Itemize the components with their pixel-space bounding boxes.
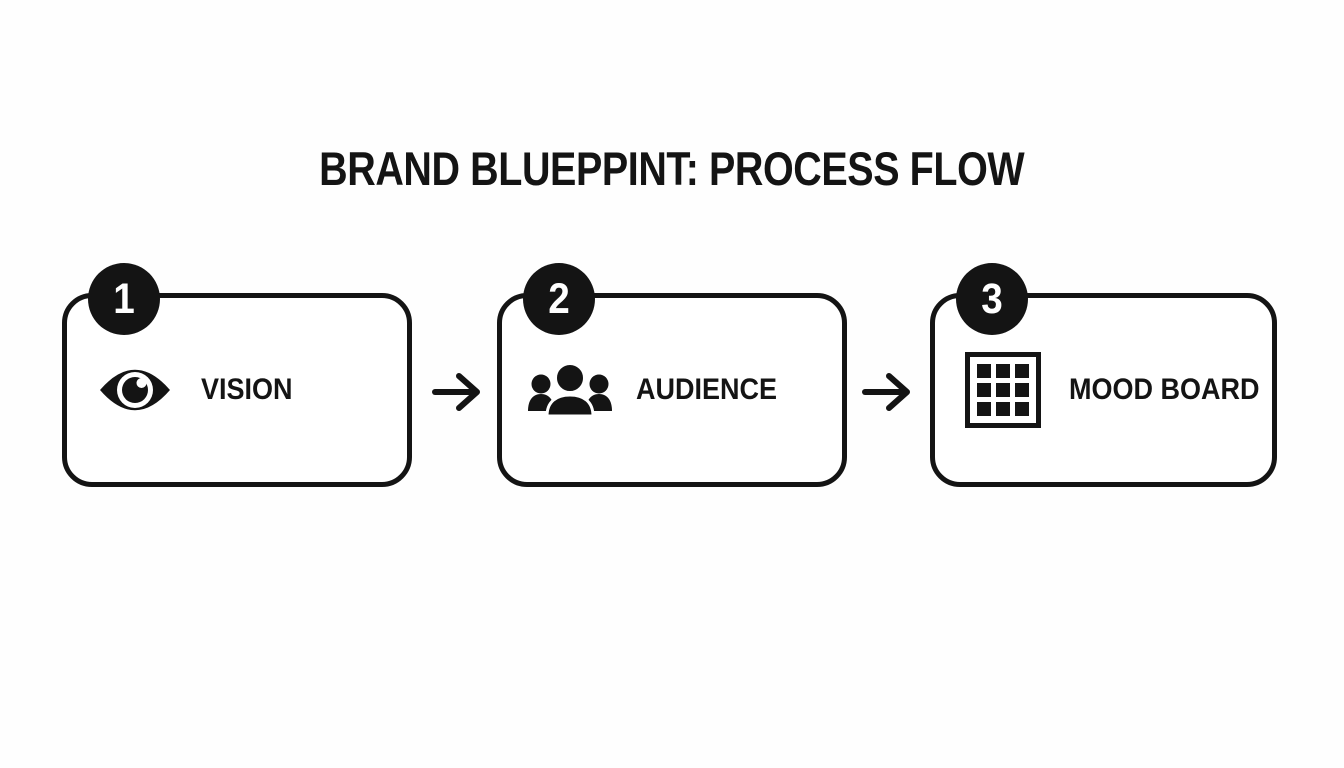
step-number: 1 bbox=[113, 274, 135, 323]
step-label: MOOD BOARD bbox=[1069, 373, 1260, 406]
step-card-audience: 2 AUDIENCE bbox=[497, 263, 847, 487]
step-card-mood-board: 3 MOOD BOARD bbox=[930, 263, 1277, 487]
people-icon bbox=[528, 363, 612, 417]
grid-icon bbox=[961, 352, 1045, 428]
step-number-badge: 1 bbox=[88, 263, 160, 335]
arrow-right-icon bbox=[432, 369, 484, 415]
arrow-right-icon bbox=[862, 369, 914, 415]
step-label: VISION bbox=[201, 373, 293, 406]
step-card-body: VISION bbox=[67, 298, 407, 482]
step-label: AUDIENCE bbox=[636, 373, 778, 406]
diagram-title: BRAND BLUEPPINT: PROCESS FLOW bbox=[0, 141, 1344, 196]
step-card-body: AUDIENCE bbox=[502, 298, 842, 482]
step-card-vision: 1 VISION bbox=[62, 263, 412, 487]
step-number-badge: 3 bbox=[956, 263, 1028, 335]
step-number-badge: 2 bbox=[523, 263, 595, 335]
step-number: 2 bbox=[548, 274, 570, 323]
diagram-title-text: BRAND BLUEPPINT: PROCESS FLOW bbox=[319, 142, 1025, 195]
eye-icon bbox=[93, 363, 177, 417]
step-card-body: MOOD BOARD bbox=[935, 298, 1272, 482]
step-number: 3 bbox=[981, 274, 1003, 323]
